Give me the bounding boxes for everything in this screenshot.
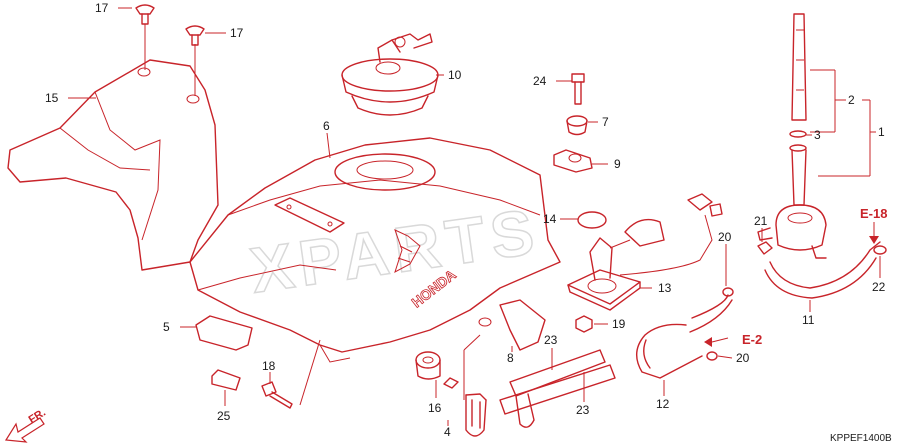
clip-21: [757, 241, 773, 255]
cushion-25: [211, 369, 241, 391]
reference-e2: E-2: [742, 332, 762, 347]
hose-4: [443, 377, 487, 437]
side-cover-part: [7, 59, 219, 271]
reference-arrow-e18: [869, 222, 879, 244]
callout-1: 1: [878, 125, 885, 139]
leader-lines: [68, 7, 881, 426]
callout-7: 7: [602, 115, 609, 129]
callout-20-upper: 20: [718, 230, 732, 244]
callout-9: 9: [614, 157, 621, 171]
watermark: XPARTS: [246, 195, 544, 307]
callout-16: 16: [428, 401, 442, 415]
callout-23-upper: 23: [544, 333, 558, 347]
diagram-code: KPPEF1400B: [830, 433, 892, 444]
pad-5: [195, 315, 253, 351]
front-marker-label: FR.: [27, 407, 48, 427]
callout-25: 25: [217, 409, 231, 423]
front-direction-marker: FR.: [4, 407, 48, 443]
fuel-pump-13: [567, 193, 723, 311]
callout-12: 12: [656, 397, 670, 411]
hose-23: [499, 349, 616, 428]
callout-11: 11: [802, 313, 815, 327]
callout-24: 24: [533, 74, 547, 88]
callout-2: 2: [848, 93, 855, 107]
callout-5: 5: [163, 320, 170, 334]
screw-17-right: [185, 25, 205, 46]
reference-arrow-e2: [704, 337, 729, 347]
reference-e18: E-18: [860, 206, 887, 221]
strip-8: [499, 299, 546, 351]
callout-14: 14: [543, 212, 557, 226]
callout-23-lower: 23: [576, 403, 590, 417]
collar-7: [566, 115, 588, 136]
hose-11: [769, 241, 881, 289]
screw-17-left: [135, 4, 155, 25]
callout-22: 22: [872, 280, 886, 294]
callout-20-lower: 20: [736, 351, 750, 365]
clamp-20-lower: [706, 351, 718, 361]
callout-17-right: 17: [230, 26, 244, 40]
callout-4: 4: [444, 425, 451, 439]
callout-8: 8: [507, 351, 514, 365]
callout-6: 6: [323, 119, 330, 133]
hose-12: [636, 323, 703, 379]
callout-13: 13: [658, 281, 672, 295]
callout-19: 19: [612, 317, 626, 331]
bolt-24: [571, 73, 585, 105]
grommet-16: [415, 351, 441, 380]
nut-19: [575, 315, 593, 333]
bracket-9: [553, 149, 593, 173]
callout-18: 18: [262, 359, 276, 373]
clamp-20-upper: [722, 287, 734, 297]
callout-17-left: 17: [95, 1, 109, 15]
callout-3: 3: [814, 128, 821, 142]
clamp-22: [873, 245, 887, 255]
callout-10: 10: [448, 68, 462, 82]
bolt-18: [261, 381, 293, 409]
callout-15: 15: [45, 91, 59, 105]
fuel-cap-part: [341, 33, 439, 116]
sender-unit-1: [757, 13, 827, 259]
o-ring-14: [577, 211, 607, 229]
callout-21: 21: [754, 214, 768, 228]
